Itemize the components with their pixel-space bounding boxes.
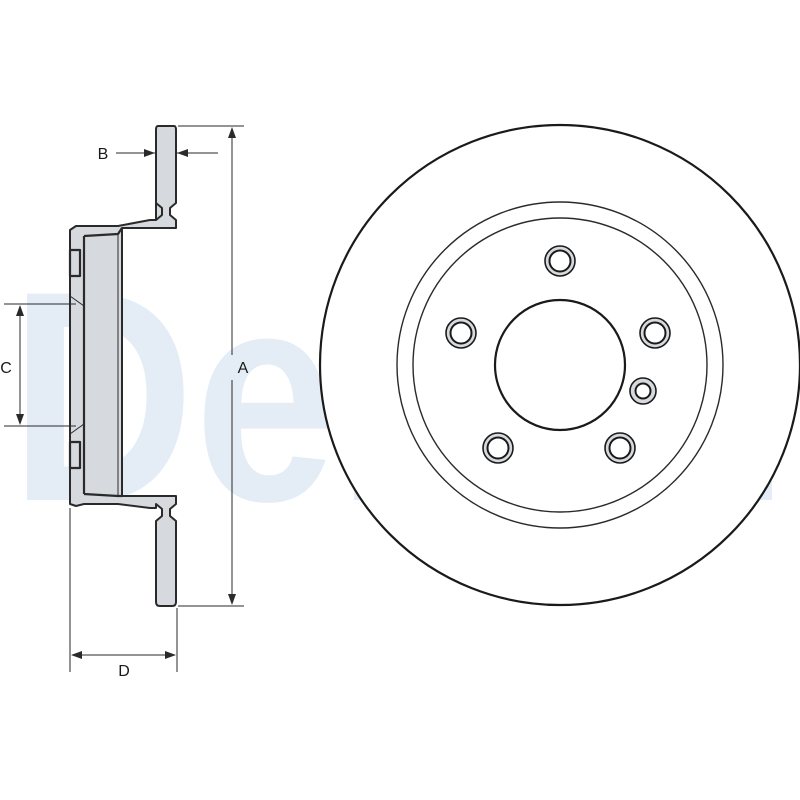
dimension-c: C (0, 303, 76, 427)
dimension-d-label: D (118, 663, 130, 680)
dimension-a: A (178, 125, 249, 607)
dimension-a-label: A (238, 360, 249, 377)
center-bore (493, 298, 627, 432)
dimension-d: D (69, 508, 178, 680)
hat-outer-edge (412, 217, 708, 513)
dimension-c-label: C (0, 360, 12, 377)
center-bore-edge-bottom (69, 423, 85, 435)
disc-section-profile (69, 125, 177, 607)
stud-boss-bottom (68, 440, 82, 470)
stud-boss-top (68, 248, 82, 278)
dimension-b: B (98, 146, 218, 163)
friction-ring-inner-edge (396, 201, 724, 529)
side-section-view (68, 125, 177, 607)
locating-hole (629, 377, 657, 405)
center-bore-edge-top (69, 295, 85, 307)
dimension-b-label: B (98, 146, 109, 163)
bolt-holes (445, 245, 671, 464)
front-view (318, 123, 800, 607)
